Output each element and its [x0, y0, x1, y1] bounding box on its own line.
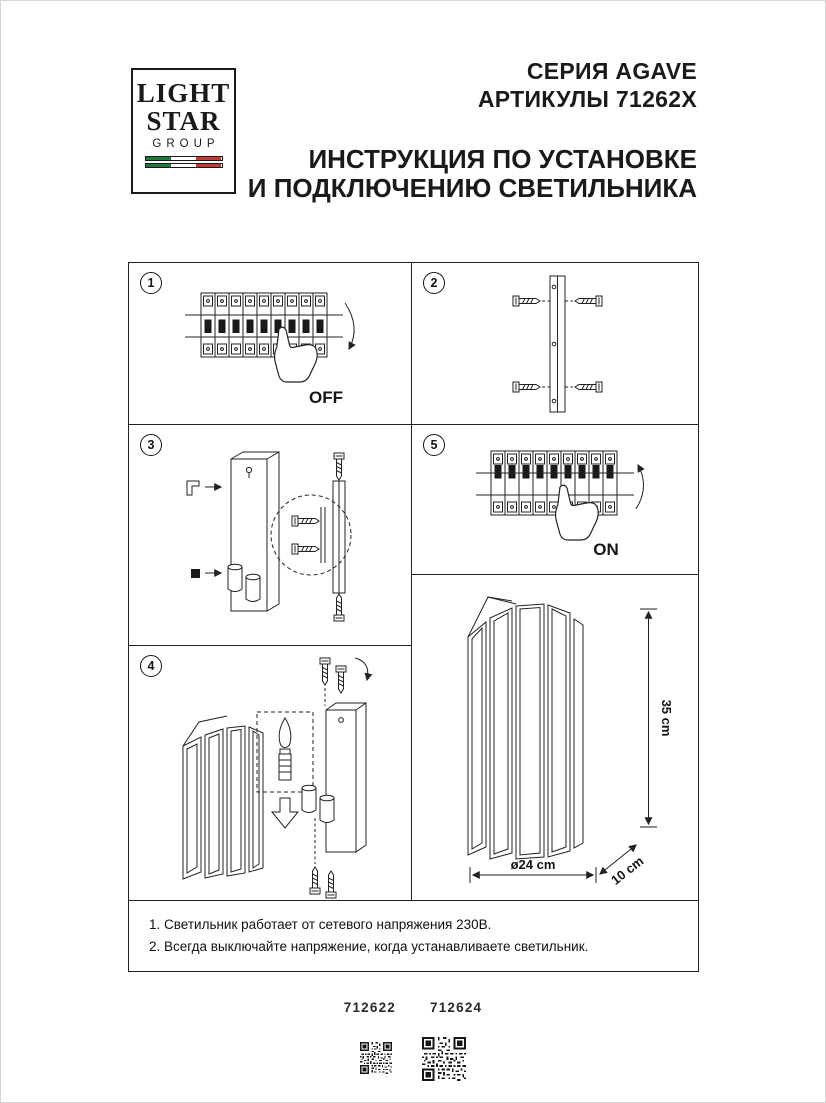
note-line: 1. Светильник работает от сетевого напря… — [149, 917, 492, 932]
final-view-panel: 35 cm ø24 cm 10 cm — [412, 575, 698, 901]
step-number-badge: 1 — [140, 272, 162, 294]
lamp-drawing — [467, 596, 584, 860]
off-label: OFF — [309, 388, 343, 407]
diameter-label: ø24 cm — [511, 857, 556, 872]
italian-flag-icon — [144, 163, 223, 168]
step-5-panel: 5 ON — [412, 425, 698, 575]
qr-code — [422, 1037, 466, 1081]
assembly-illustration — [182, 657, 373, 899]
instruction-grid: 1 OFF 2 — [128, 262, 699, 972]
back-panel — [325, 709, 357, 853]
insert-down-arrow — [270, 797, 300, 829]
bracket-mounting-illustration — [512, 275, 603, 413]
screw-icon — [309, 866, 321, 895]
flip-down-arrow — [344, 302, 356, 351]
final-product-illustration: 35 cm ø24 cm 10 cm — [467, 596, 674, 888]
step-4-panel: 4 — [129, 646, 412, 901]
breaker-off-illustration: OFF — [185, 263, 356, 407]
screw-icon — [333, 452, 345, 481]
lamp-cage — [182, 715, 264, 880]
backplate-mounting-illustration — [186, 451, 352, 622]
candle-socket-icon — [301, 784, 317, 813]
rotate-arrow — [354, 657, 373, 682]
step-number-badge: 3 — [140, 434, 162, 456]
hook-bracket-icon — [186, 480, 200, 496]
on-label: ON — [593, 540, 619, 559]
articles-title: АРТИКУЛЫ 71262X — [477, 86, 697, 112]
product-codes: 712622 712624 — [1, 1000, 825, 1015]
product-code: 712622 — [343, 1000, 396, 1015]
qr-code — [360, 1042, 392, 1074]
candle-bulb-icon — [278, 717, 292, 781]
logo-star-text: STAR — [146, 106, 221, 136]
note-line: 2. Всегда выключайте напряжение, когда у… — [149, 939, 589, 954]
screw-icon — [319, 657, 331, 686]
screw-icon — [291, 543, 320, 555]
logo-light-text: LIGHT — [136, 78, 231, 108]
lightstar-logo: LIGHT STAR GROUP — [131, 68, 236, 194]
step-number-badge: 4 — [140, 655, 162, 677]
instruction-title-line2: И ПОДКЛЮЧЕНИЮ СВЕТИЛЬНИКА — [247, 173, 697, 203]
screw-icon — [574, 295, 603, 307]
header: СЕРИЯ AGAVE АРТИКУЛЫ 71262X ИНСТРУКЦИЯ П… — [248, 57, 697, 203]
candle-socket-icon — [227, 563, 243, 592]
wall-plug-icon — [191, 569, 200, 578]
height-label: 35 cm — [659, 700, 674, 737]
screw-icon — [574, 381, 603, 393]
notes-section: 1. Светильник работает от сетевого напря… — [129, 901, 698, 971]
step-2-panel: 2 — [412, 263, 698, 425]
screw-icon — [325, 870, 337, 899]
screw-icon — [512, 295, 541, 307]
instruction-title-line1: ИНСТРУКЦИЯ ПО УСТАНОВКЕ — [308, 144, 697, 174]
detail-box — [256, 711, 314, 793]
italian-flag-icon — [144, 156, 223, 161]
step-3-panel: 3 — [129, 425, 412, 646]
screw-icon — [335, 665, 347, 694]
candle-socket-icon — [319, 794, 335, 823]
circuit-breaker-strip — [491, 451, 617, 515]
step-1-panel: 1 OFF — [129, 263, 412, 425]
qr-codes — [1, 1037, 825, 1081]
logo-group-text: GROUP — [152, 138, 220, 150]
product-code: 712624 — [430, 1000, 483, 1015]
screw-icon — [333, 593, 345, 622]
screw-icon — [512, 381, 541, 393]
flip-up-arrow — [635, 463, 645, 510]
screw-icon — [291, 515, 320, 527]
series-title: СЕРИЯ AGAVE — [526, 58, 697, 84]
candle-socket-icon — [245, 573, 261, 602]
breaker-on-illustration: ON — [476, 425, 645, 559]
detail-circle — [270, 494, 352, 576]
depth-dimension-arrow — [599, 844, 637, 875]
depth-label: 10 cm — [608, 853, 646, 888]
step-number-badge: 2 — [423, 272, 445, 294]
step-number-badge: 5 — [423, 434, 445, 456]
